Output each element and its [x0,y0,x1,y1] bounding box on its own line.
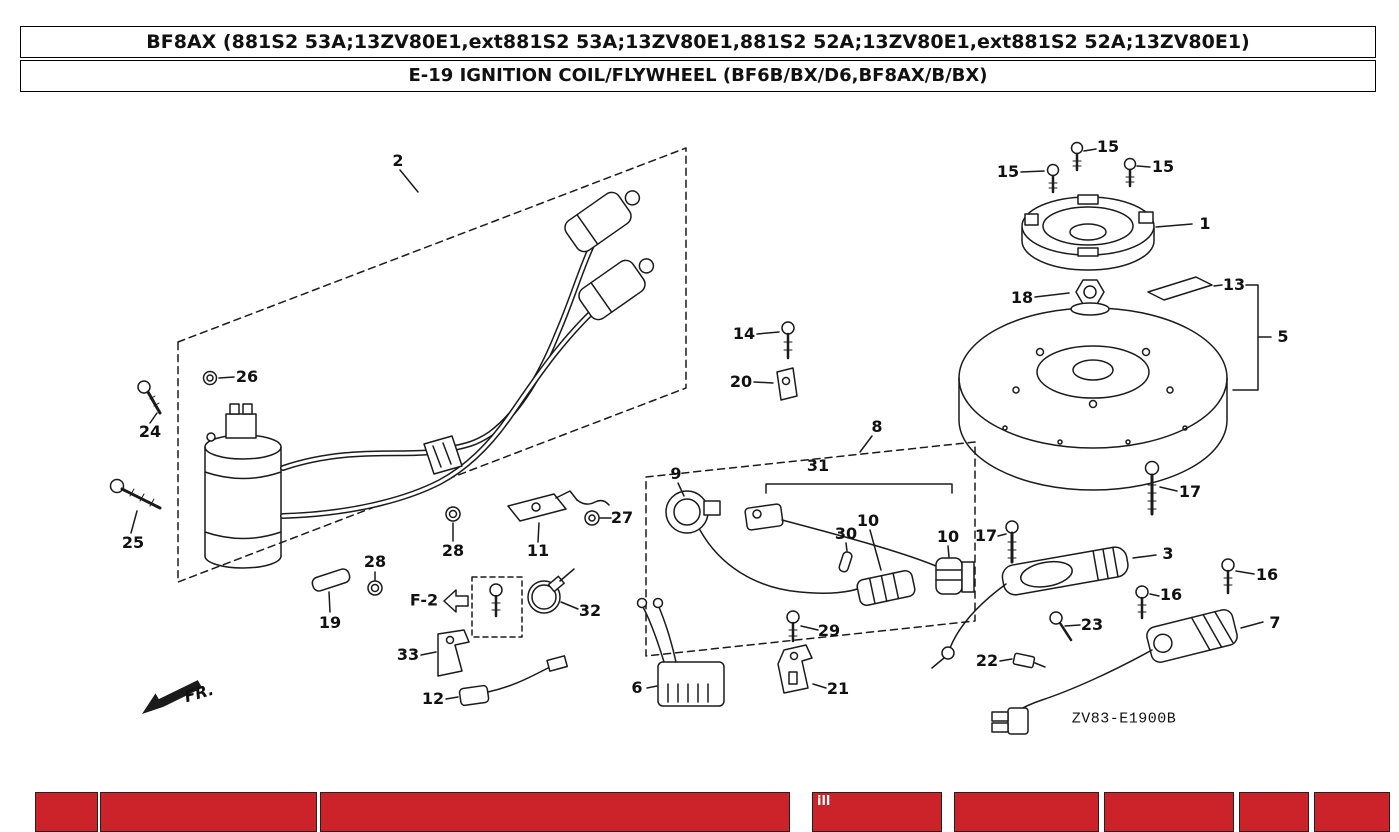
callout-15-3: 15 [1151,157,1175,176]
callout-16-2: 16 [1159,585,1183,604]
callout-24: 24 [138,422,162,441]
model-title: BF8AX (881S2 53A;13ZV80E1,ext881S2 53A;1… [20,26,1376,58]
title-header: BF8AX (881S2 53A;13ZV80E1,ext881S2 53A;1… [20,26,1376,92]
callout-11: 11 [526,541,550,560]
callout-5: 5 [1277,327,1289,346]
fr-arrow-icon [142,680,203,714]
charge-coil-group [931,546,1264,735]
table-header-cell-3 [320,792,790,832]
callout-16-1: 16 [1255,565,1279,584]
callout-9: 9 [670,464,682,483]
callout-10-1: 10 [856,511,880,530]
callout-7: 7 [1269,613,1281,632]
table-header-cell-1 [35,792,98,832]
table-header-cell-2 [100,792,317,832]
table-header-cell-6 [1104,792,1234,832]
callout-28-2: 28 [363,552,387,571]
callout-30: 30 [834,524,858,543]
pulser-coil-group [645,435,976,657]
callout-15-1: 15 [1096,137,1120,156]
callout-2: 2 [392,151,404,170]
callout-18: 18 [1010,288,1034,307]
table-header-text: ill [817,794,831,809]
section-title: E-19 IGNITION COIL/FLYWHEEL (BF6B/BX/D6,… [20,60,1376,92]
f2-reference-label: F-2 [409,590,439,610]
callout-32: 32 [578,601,602,620]
f2-reference-group [420,568,579,707]
callout-15-2: 15 [996,162,1020,181]
callout-25: 25 [121,533,145,552]
callout-22: 22 [975,651,999,670]
flywheel-group [958,141,1272,491]
callout-21: 21 [826,679,850,698]
callout-6: 6 [631,678,643,697]
left-fasteners [109,370,235,534]
callout-17-1: 17 [1178,482,1202,501]
callout-33: 33 [396,645,420,664]
cdi-unit-group [636,597,827,707]
callout-19: 19 [318,613,342,632]
callout-17-2: 17 [974,526,998,545]
callout-28-1: 28 [441,541,465,560]
small-hardware-group [311,490,612,613]
callout-29: 29 [817,621,841,640]
callout-23: 23 [1080,615,1104,634]
table-header-cell-7 [1239,792,1309,832]
bolt14-bracket20-group [753,321,798,401]
callout-31: 31 [806,456,830,475]
callout-20: 20 [729,372,753,391]
callout-8: 8 [871,417,883,436]
bolts-17 [997,460,1178,564]
callout-3: 3 [1162,544,1174,563]
callout-13: 13 [1222,275,1246,294]
callout-1: 1 [1199,214,1211,233]
callout-26: 26 [235,367,259,386]
callout-27: 27 [610,508,634,527]
callout-14: 14 [732,324,756,343]
table-header-cell-8 [1314,792,1390,832]
callout-10-2: 10 [936,527,960,546]
coil-assembly-group [177,147,687,583]
drawing-code: ZV83-E1900B [1071,710,1177,728]
table-header-cell-4: ill [812,792,942,832]
table-header-cell-5 [954,792,1099,832]
callout-12: 12 [421,689,445,708]
